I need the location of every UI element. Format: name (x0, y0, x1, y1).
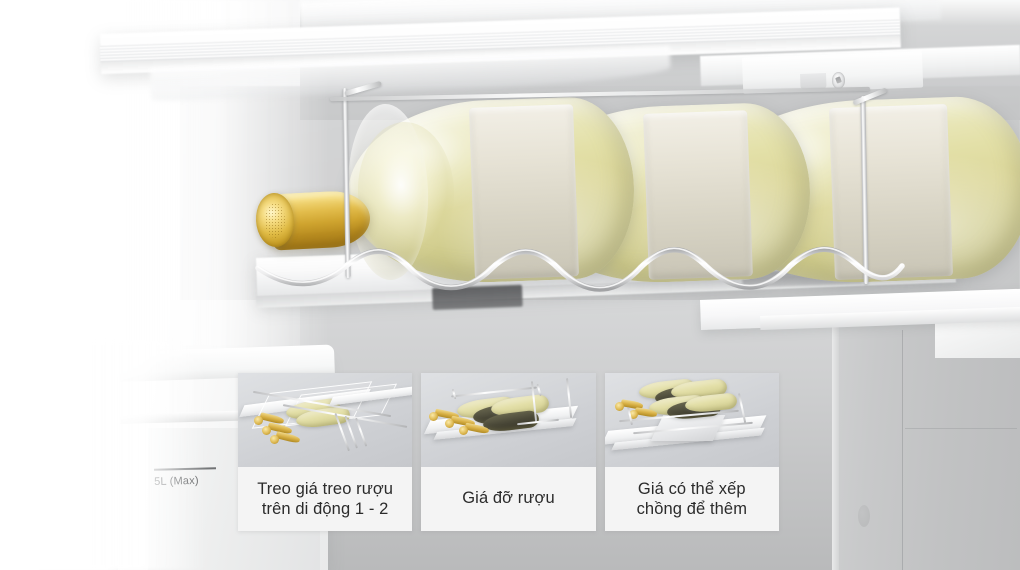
drawer-left-light-falloff (88, 340, 208, 570)
feature-panel-1-caption: Treo giá treo rượu trên di động 1 - 2 (238, 467, 413, 531)
right-door-dimple (858, 505, 870, 527)
right-door-column-edge (832, 318, 839, 570)
feature-panel-stackable[interactable]: Giá có thể xếp chồng để thêm (604, 373, 779, 531)
feature-panel-1-image (238, 373, 413, 467)
feature-panel-2-caption-text: Giá đỡ rượu (462, 489, 555, 508)
right-upper-white-corner (935, 318, 1020, 358)
caption-line: Treo giá treo rượu (257, 479, 394, 498)
caption-line: chồng để thêm (636, 500, 748, 518)
feature-panel-row: Treo giá treo rượu trên di động 1 - 2 (238, 373, 779, 531)
right-door-seam-vertical (902, 330, 903, 570)
feature-panel-wine-holder[interactable]: Giá đỡ rượu (421, 373, 596, 531)
feature-panel-3-image (604, 373, 779, 467)
caption-line: Giá có thể xếp (637, 479, 746, 498)
feature-panel-1-caption-text: Treo giá treo rượu trên di động 1 - 2 (257, 479, 393, 519)
wire-cradle (255, 246, 905, 292)
feature-panel-2-image (421, 373, 596, 467)
feature-panel-3-caption-text: Giá có thể xếp chồng để thêm (637, 479, 747, 519)
caption-line: trên di động 1 - 2 (261, 500, 389, 518)
bottle-left-capsule-texture (265, 203, 285, 238)
right-door-column (835, 318, 1020, 570)
right-door-seam-horizontal (905, 428, 1017, 429)
feature-panel-3-caption: Giá có thể xếp chồng để thêm (604, 467, 779, 531)
feature-panel-2-caption: Giá đỡ rượu (421, 467, 596, 531)
feature-panel-hanging-rack[interactable]: Treo giá treo rượu trên di động 1 - 2 (238, 373, 413, 531)
